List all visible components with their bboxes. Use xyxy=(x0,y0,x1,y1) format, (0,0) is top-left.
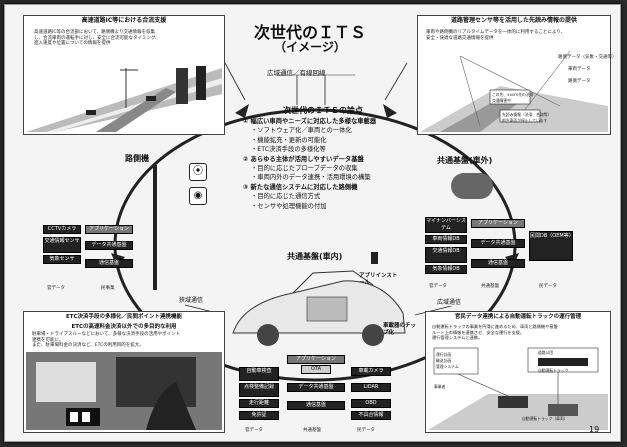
camera-icon: ◉ xyxy=(189,187,207,205)
comm-right-label: 広域通信 xyxy=(435,297,464,306)
its-issues-list: 次世代のＩＴＳの論点 ① 幅広い車両やニーズに対応した多様な車載器 ・ソフトウェ… xyxy=(243,105,403,211)
panel-etc-payment: ETC決済手段の多様化／民間ポイント連携機能 ETCの高速料金決済以外での多目的… xyxy=(23,311,225,433)
panel-merge-support: 高速道路IC等における合流支援 高速道路IC等の合流部において、路側機より交通情… xyxy=(23,15,225,135)
payment-illustration xyxy=(26,352,222,430)
panel-description: 高速道路IC等の合流部において、路側機より交通情報を収集 し、合流車両の運転手に… xyxy=(34,30,160,46)
app-install-label: アプリインストール xyxy=(359,273,398,286)
panel-title: 官民データ連携による自動運転トラックの運行管理 xyxy=(454,314,582,320)
chip-label: 車載器のチップ化 xyxy=(383,323,417,336)
truck-operation-illustration xyxy=(428,347,608,430)
page-title: 次世代のＩＴＳ xyxy=(253,23,366,42)
panel-subtitle: ETCの高速料金決済以外での多目的な利用 xyxy=(71,324,177,330)
comm-left-label: 狭域通信 xyxy=(177,295,206,304)
panel-description: 駐車場・ドライブスルーなどにおいて、多様な決済手段の活用やポイント 連携を可能に… xyxy=(32,332,181,348)
antenna-icon: ⦿ xyxy=(189,163,207,181)
phone-icon xyxy=(371,252,378,264)
panel-title: 高速道路IC等における合流支援 xyxy=(81,17,167,24)
document-page: 次世代のＩＴＳ （イメージ） 広域通信／有線回線 高速道路IC等における合流支援… xyxy=(4,4,621,442)
cloud-icon xyxy=(451,173,493,199)
cloud-title: 共通基盤(車外) xyxy=(437,156,493,165)
issue-2: ② あらゆる主体が活用しやすいデータ基盤 xyxy=(243,155,364,163)
car-illustration xyxy=(232,270,406,346)
road-sensor-illustration xyxy=(420,50,608,132)
issue-1: ① 幅広い車両やニーズに対応した多様な車載器 xyxy=(243,118,377,125)
panel-title: ETC決済手段の多様化／民間ポイント連携機能 xyxy=(65,314,183,320)
comm-top-label: 広域通信／有線回線 xyxy=(267,69,326,77)
issues-title: 次世代のＩＴＳの論点 xyxy=(283,106,363,115)
page-subtitle: （イメージ） xyxy=(274,40,346,54)
vehicle-title: 共通基盤(車内) xyxy=(287,252,343,261)
roadside-pole xyxy=(153,165,157,290)
page-number: 19 xyxy=(589,425,600,434)
panel-title: 道路管理センサ等を活用した先読み情報の提供 xyxy=(450,17,577,24)
panel-description: 車両や路側機のリアルタイムデータを一体的に利用することにより、 安全・快適な道路… xyxy=(426,30,566,41)
panel-description: 自動運転トラックの事業を円滑に進めるため、車両と路側機や基盤 ルート上の情報を連… xyxy=(432,324,558,340)
issue-3: ③ 新たな通信システムに対応した路側機 xyxy=(243,183,358,191)
panel-truck-operation: 官民データ連携による自動運転トラックの運行管理 自動運転トラックの事業を円滑に進… xyxy=(425,311,611,433)
roadside-title: 路側機 xyxy=(125,154,149,163)
panel-lookahead-info: 道路管理センサ等を活用した先読み情報の提供 車両や路側機のリアルタイムデータを一… xyxy=(417,15,617,135)
highway-merge-illustration xyxy=(26,66,222,132)
